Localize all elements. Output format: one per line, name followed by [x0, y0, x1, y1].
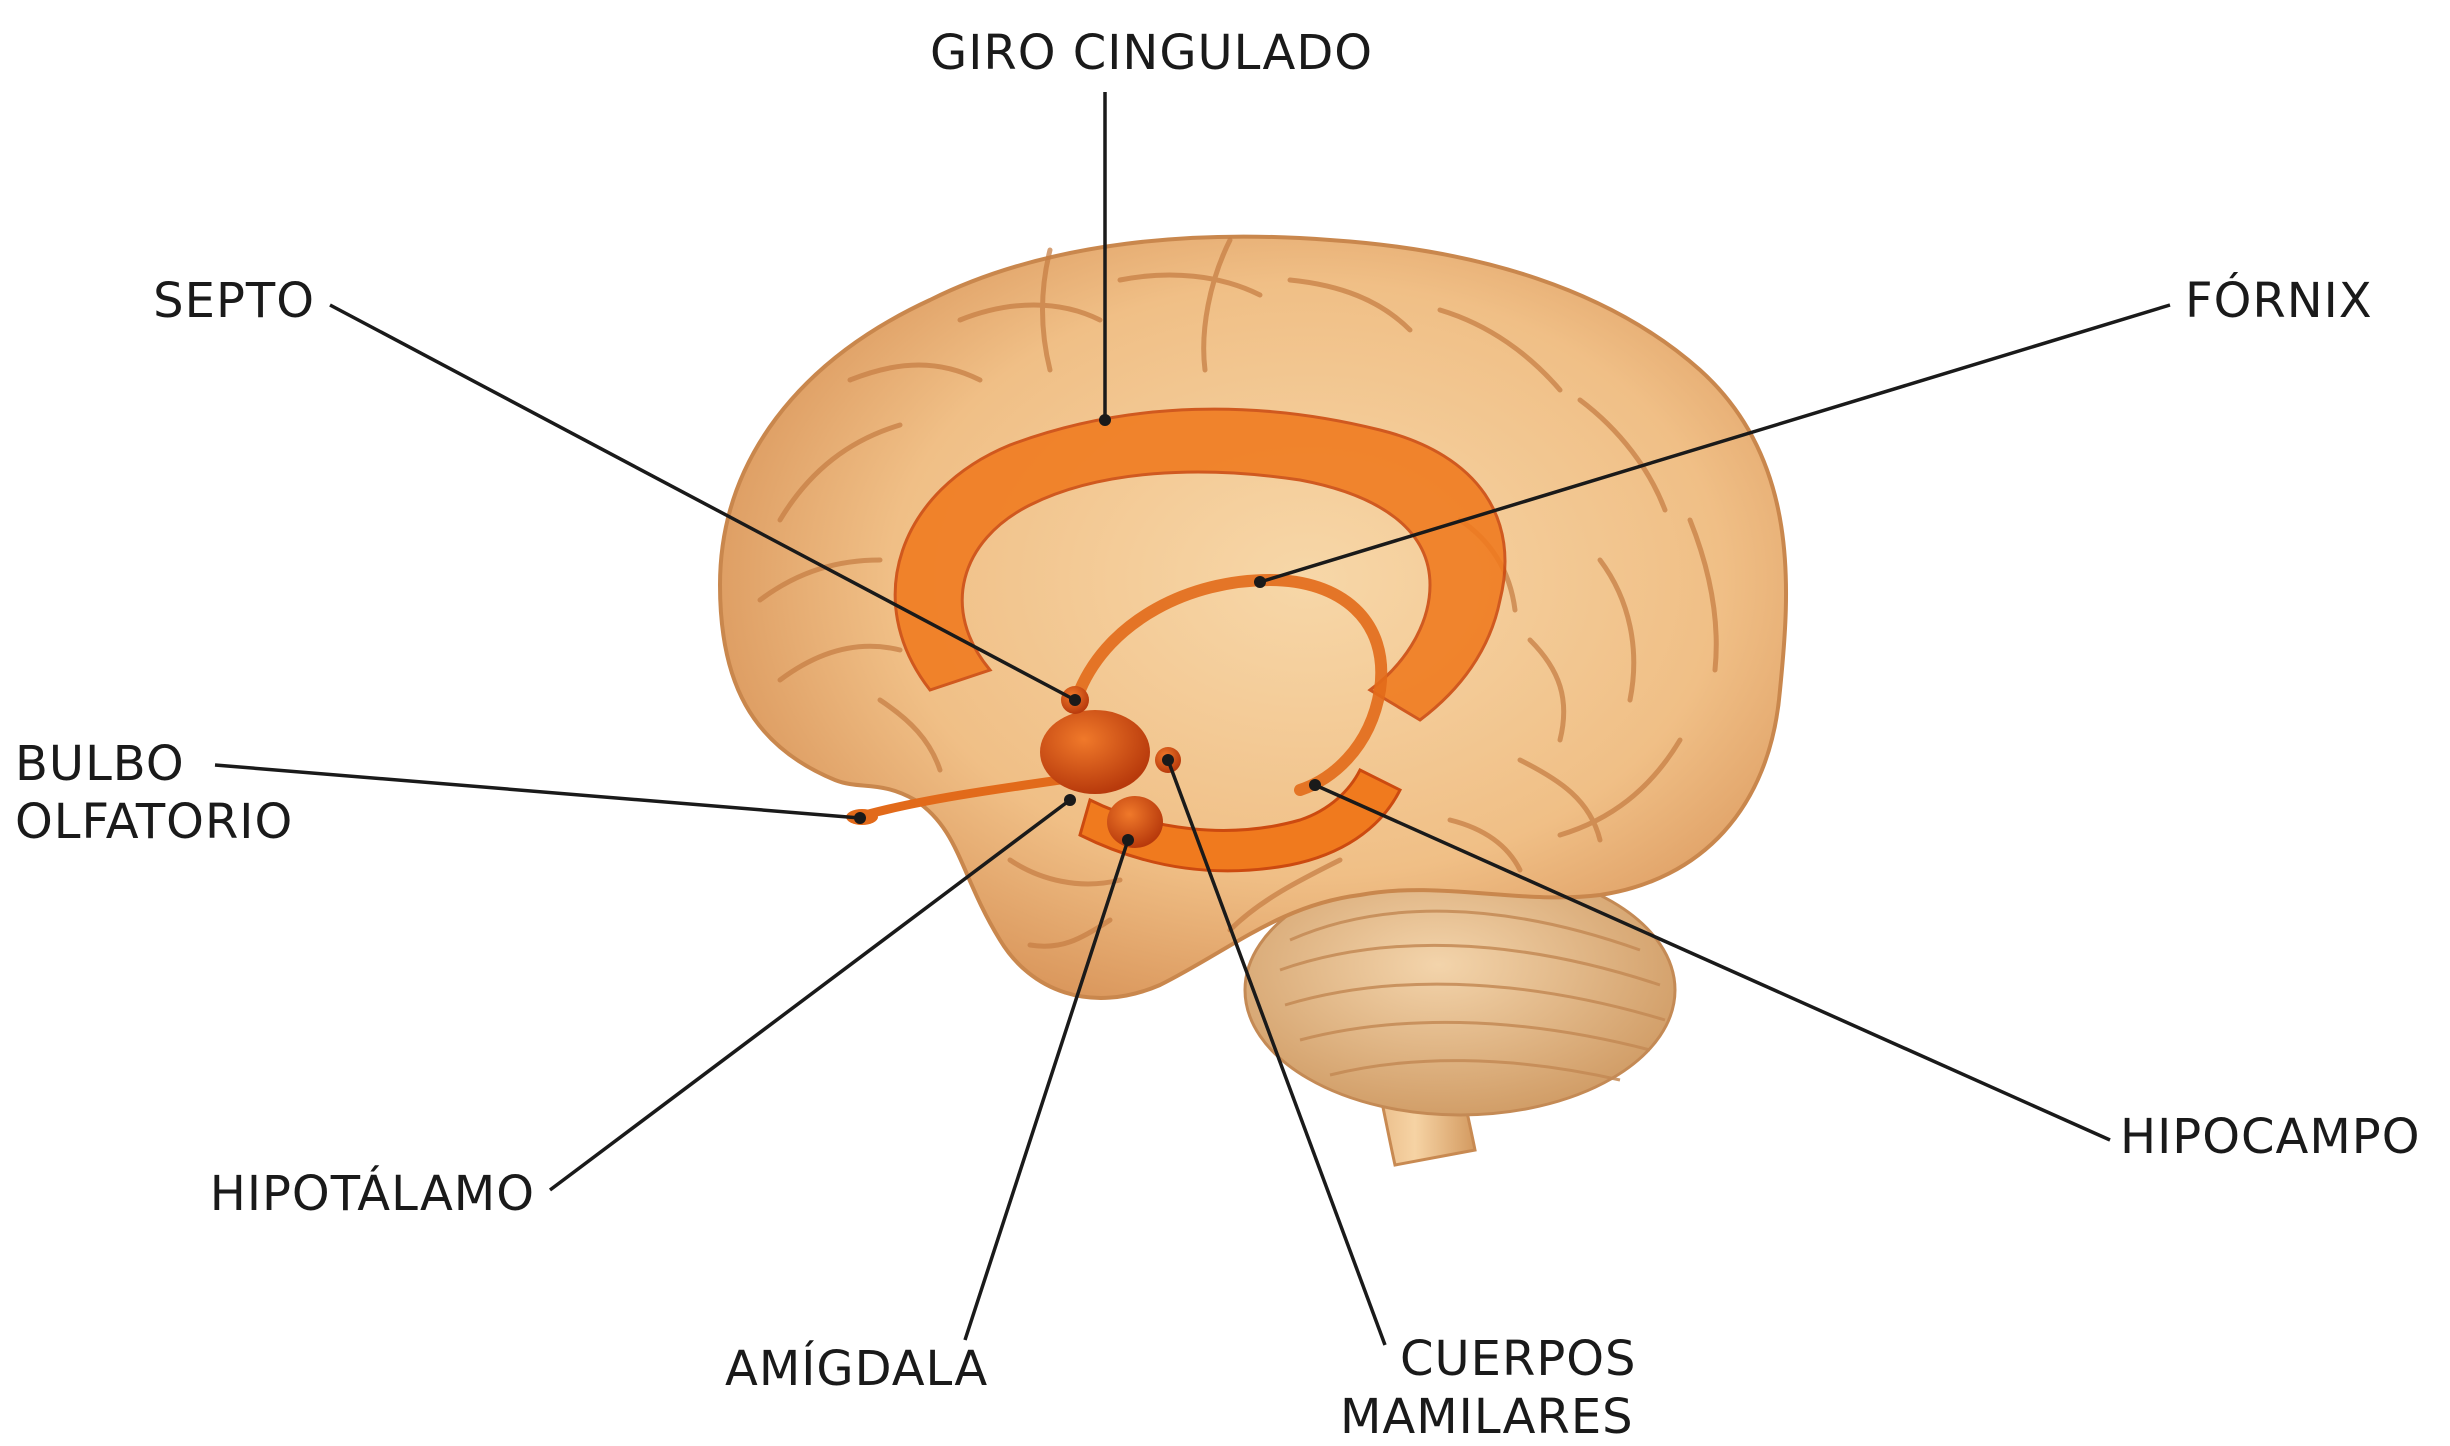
leader-septo: [329, 303, 1076, 702]
label-hipotalamo: HIPOTÁLAMO: [209, 1166, 535, 1222]
leader-cuerpos: [1166, 759, 1387, 1346]
label-hipocampo: HIPOCAMPO: [2120, 1109, 2421, 1165]
cingulate-gyrus: [893, 407, 1507, 722]
leader-hipotalamo: [548, 798, 1072, 1192]
leader-fornix: [1259, 303, 2171, 584]
label-cuerpos-mamilares: CUERPOS MAMILARES: [1340, 1330, 1637, 1446]
label-amigdala: AMÍGDALA: [725, 1341, 989, 1397]
label-fornix: FÓRNIX: [2185, 273, 2373, 329]
cerebellum-folia: [1279, 909, 1666, 1082]
leader-amigdala: [963, 839, 1130, 1341]
hippocampus: [1078, 767, 1403, 873]
amygdala-nucleus: [1107, 796, 1163, 848]
label-septo: SEPTO: [153, 273, 315, 329]
leader-bulbo: [214, 763, 861, 820]
label-cuerpos-line1: CUERPOS: [1400, 1331, 1637, 1387]
label-cuerpos-line2: MAMILARES: [1340, 1389, 1634, 1445]
fornix: [1074, 573, 1388, 796]
leader-lines: [214, 92, 2171, 1346]
label-bulbo-line2: OLFATORIO: [15, 794, 294, 850]
hypothalamus-nucleus: [1040, 710, 1150, 794]
leader-endpoints: [854, 414, 1321, 846]
olfactory-tract: [860, 775, 1065, 820]
label-bulbo-olfatorio: BULBO OLFATORIO: [15, 735, 293, 851]
label-giro-cingulado: GIRO CINGULADO: [930, 25, 1374, 81]
label-bulbo-line1: BULBO: [15, 736, 185, 792]
cerebrum: [717, 234, 1789, 1000]
leader-hipocampo: [1314, 783, 2111, 1142]
